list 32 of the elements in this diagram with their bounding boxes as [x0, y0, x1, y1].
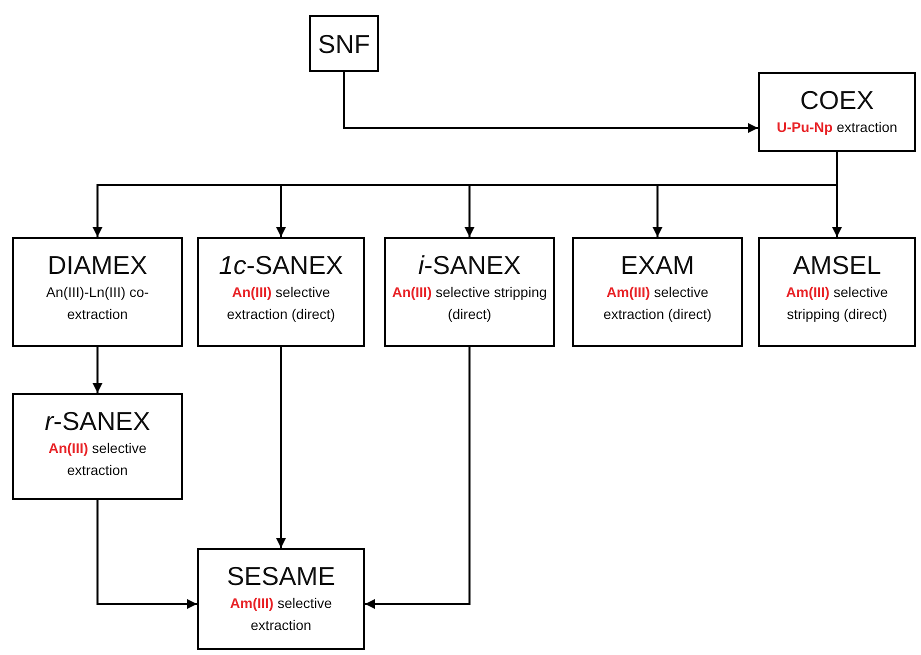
process-description: Am(III) selective extraction (direct) — [602, 283, 713, 324]
process-box — [758, 237, 916, 347]
process-name: AMSEL — [792, 249, 882, 281]
arrow — [343, 72, 758, 133]
process-name: DIAMEX — [48, 249, 148, 281]
process-description: U-Pu-Np extraction — [776, 118, 898, 137]
process-name: SNF — [318, 28, 370, 60]
process-name: i-SANEX — [418, 249, 521, 281]
process-box — [572, 237, 743, 347]
process-description: An(III)-Ln(III) co-extraction — [45, 283, 150, 324]
arrow — [92, 347, 102, 393]
process-box — [12, 237, 183, 347]
process-description: An(III) selective extraction — [47, 439, 148, 480]
process-box — [12, 393, 183, 500]
process-name: r-SANEX — [44, 405, 150, 437]
arrow — [832, 152, 842, 237]
process-box — [197, 237, 365, 347]
process-box — [758, 72, 916, 152]
arrow — [276, 347, 286, 548]
process-box — [309, 15, 379, 72]
process-box — [197, 548, 365, 650]
process-description: Am(III) selective extraction — [229, 594, 333, 635]
process-name: SESAME — [226, 560, 336, 592]
process-description: Am(III) selective stripping (direct) — [785, 283, 889, 324]
process-name: 1c-SANEX — [218, 249, 344, 281]
arrow — [365, 347, 470, 609]
process-name: EXAM — [620, 249, 694, 281]
process-description: An(III) selective stripping (direct) — [391, 283, 548, 324]
process-box — [384, 237, 555, 347]
process-description: An(III) selective extraction (direct) — [226, 283, 336, 324]
arrow — [96, 500, 197, 609]
process-name: COEX — [800, 84, 874, 116]
